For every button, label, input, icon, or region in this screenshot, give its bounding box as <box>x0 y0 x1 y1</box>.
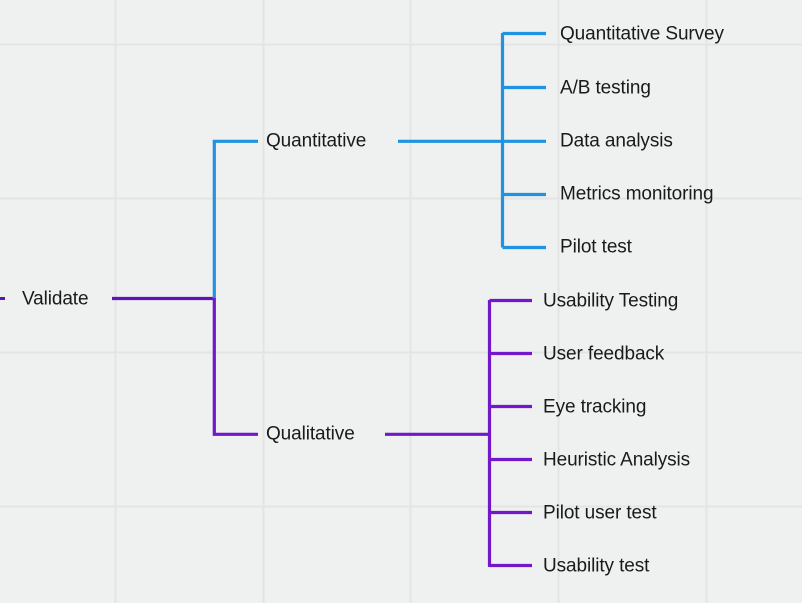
grid-horizontal-lines <box>0 43 802 508</box>
quantitative-connector <box>212 139 258 299</box>
node-leaf-user-feedback[interactable]: User feedback <box>543 343 665 365</box>
node-leaf-usability-testing[interactable]: Usability Testing <box>543 290 679 312</box>
node-branch-quantitative[interactable]: Quantitative <box>266 130 367 152</box>
node-leaf-ab-testing[interactable]: A/B testing <box>560 77 651 99</box>
quantitative-spine <box>398 31 546 250</box>
node-leaf-metrics-monitoring[interactable]: Metrics monitoring <box>560 183 714 205</box>
node-leaf-usability-test[interactable]: Usability test <box>543 555 650 577</box>
node-root-validate[interactable]: Validate <box>22 288 89 310</box>
node-leaf-pilot-test[interactable]: Pilot test <box>560 236 632 258</box>
node-leaf-heuristic-analysis[interactable]: Heuristic Analysis <box>543 449 691 471</box>
grid-vertical-lines <box>114 0 708 603</box>
node-leaf-data-analysis[interactable]: Data analysis <box>560 130 673 152</box>
node-branch-qualitative[interactable]: Qualitative <box>266 423 355 445</box>
node-leaf-pilot-user-test[interactable]: Pilot user test <box>543 502 657 524</box>
qualitative-spine <box>385 298 532 568</box>
node-leaf-eye-tracking[interactable]: Eye tracking <box>543 396 647 418</box>
qualitative-connector <box>212 298 258 436</box>
node-leaf-quantitative-survey[interactable]: Quantitative Survey <box>560 23 724 45</box>
